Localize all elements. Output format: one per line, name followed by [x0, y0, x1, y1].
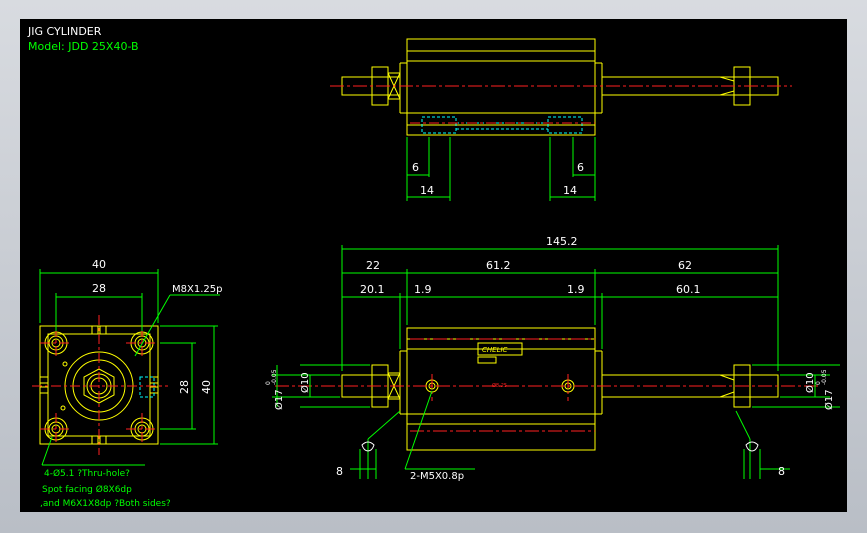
right-dia-tol: -0.05: [821, 369, 828, 385]
top-dim-14-right: 14: [563, 184, 577, 197]
cad-drawing: JIG CYLINDER Model: JDD 25X40-B: [27, 25, 840, 509]
side-view-body: [406, 327, 596, 451]
right-dia-10: Ø10: [804, 372, 816, 393]
end-dim-40-width: 40: [92, 258, 106, 271]
side-dim-145-2: 145.2: [546, 235, 578, 248]
top-dim-6-left: 6: [412, 161, 419, 174]
side-dim-8-right: 8: [778, 465, 785, 478]
end-view: 40 28 28 40 M8X1.25p 4-Ø5.1 ?Thru-hole? …: [32, 258, 222, 509]
side-dim-1-9-left: 1.9: [414, 283, 432, 296]
end-dim-28-height: 28: [178, 380, 191, 394]
side-dim-62: 62: [678, 259, 692, 272]
top-dim-6-right: 6: [577, 161, 584, 174]
side-dim-22: 22: [366, 259, 380, 272]
side-dim-8-left: 8: [336, 465, 343, 478]
left-dia-17: Ø17: [273, 389, 285, 410]
drawing-model: Model: JDD 25X40-B: [28, 40, 139, 53]
cad-drawing-viewport[interactable]: JIG CYLINDER Model: JDD 25X40-B: [20, 19, 847, 512]
left-dia-10: Ø10: [299, 372, 311, 393]
drawing-title: JIG CYLINDER: [27, 25, 102, 38]
right-dia-tol-zero: 0: [815, 381, 822, 385]
side-dim-61-2: 61.2: [486, 259, 511, 272]
left-dia-tol: -0.05: [271, 369, 278, 385]
side-dim-20-1: 20.1: [360, 283, 385, 296]
right-dia-17: Ø17: [823, 389, 835, 410]
end-callout-thread: M8X1.25p: [172, 284, 222, 295]
end-note-line-1: 4-Ø5.1 ?Thru-hole?: [44, 468, 130, 479]
brand-label: CHELIC: [482, 346, 508, 354]
top-view: 6 14 6 14: [330, 38, 792, 201]
end-dim-28-width: 28: [92, 282, 106, 295]
side-view: CHELIC Ø8.25: [265, 235, 840, 482]
top-dim-14-left: 14: [420, 184, 434, 197]
side-dim-60-1: 60.1: [676, 283, 701, 296]
brand-label-plate: [477, 342, 523, 356]
side-dim-1-9-right: 1.9: [567, 283, 585, 296]
top-view-body: [406, 38, 596, 136]
end-note-line-2: Spot facing Ø8X6dp: [42, 484, 132, 495]
end-note-line-3: ,and M6X1X8dp ?Both sides?: [40, 499, 171, 509]
port-callout: 2-M5X0.8p: [410, 471, 464, 482]
end-dim-40-height: 40: [200, 380, 213, 394]
left-dia-tol-zero: 0: [265, 381, 272, 385]
